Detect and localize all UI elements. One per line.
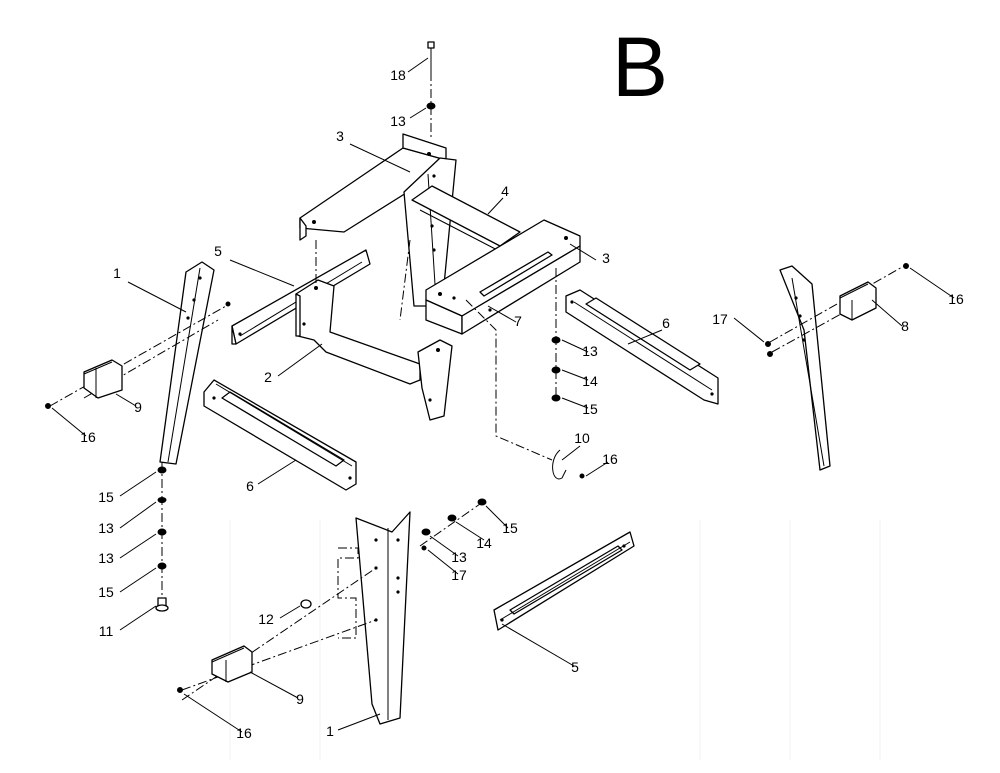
hardware-stack-left [155,462,169,612]
callout-label-13: 13 [390,113,406,129]
callout-label-6: 6 [662,315,670,331]
callout-label-1: 1 [326,723,334,739]
callout-label-16: 16 [602,451,618,467]
callout-label-16: 16 [236,725,252,741]
callout-label-13: 13 [98,520,114,536]
callout-label-7: 7 [514,313,522,329]
callout-label-14: 14 [582,373,598,389]
callout-label-13: 13 [98,550,114,566]
callout-label-11: 11 [99,623,114,639]
hardware-stack-right [551,268,561,402]
callout-label-3: 3 [336,128,344,144]
callout-label-6: 6 [246,478,254,494]
part-1-leg-front [181,498,487,725]
callout-label-10: 10 [574,430,590,446]
callout-label-9: 9 [134,399,142,415]
callout-label-5: 5 [214,243,222,259]
callout-label-14: 14 [476,535,492,551]
callout-label-13: 13 [451,549,467,565]
part-9-bracket-front [177,645,253,693]
callout-label-13: 13 [582,343,598,359]
part-8-bracket-right [839,281,877,321]
part-1-leg-right [765,263,909,471]
part-4-cross-rail [411,185,521,255]
section-letter: B [612,20,668,114]
callout-label-9: 9 [296,691,304,707]
part-3-upper-rail-rear [299,133,447,241]
part-7-tab [488,308,492,312]
callout-label-15: 15 [582,401,598,417]
part-12-bushing [300,599,312,609]
part-18-bolt [427,41,435,140]
part-9-bracket-left [45,359,123,409]
part-3-upper-rail-front [425,219,581,335]
leader-lines [51,57,955,733]
callout-label-16: 16 [80,429,96,445]
callout-label-3: 3 [602,250,610,266]
part-6-rail-right [565,289,719,405]
background-ghost-lines [229,520,881,760]
part-2-lower-frame [295,240,453,421]
part-13-washer-top [426,102,436,110]
callout-label-17: 17 [712,311,728,327]
callout-label-2: 2 [264,369,272,385]
callout-label-12: 12 [258,611,274,627]
callout-label-15: 15 [502,520,518,536]
part-5-rail-front [493,531,635,631]
callout-label-17: 17 [451,567,467,583]
part-1-leg-left [49,261,231,465]
callout-label-15: 15 [98,584,114,600]
callout-label-4: 4 [501,183,509,199]
callout-label-5: 5 [571,659,579,675]
callout-label-8: 8 [901,318,909,334]
part-10-hook [465,299,585,480]
callout-label-18: 18 [390,67,406,83]
callout-label-15: 15 [98,489,114,505]
part-6-rail-left [203,379,357,491]
callout-label-1: 1 [113,265,121,281]
callout-label-16: 16 [948,291,964,307]
